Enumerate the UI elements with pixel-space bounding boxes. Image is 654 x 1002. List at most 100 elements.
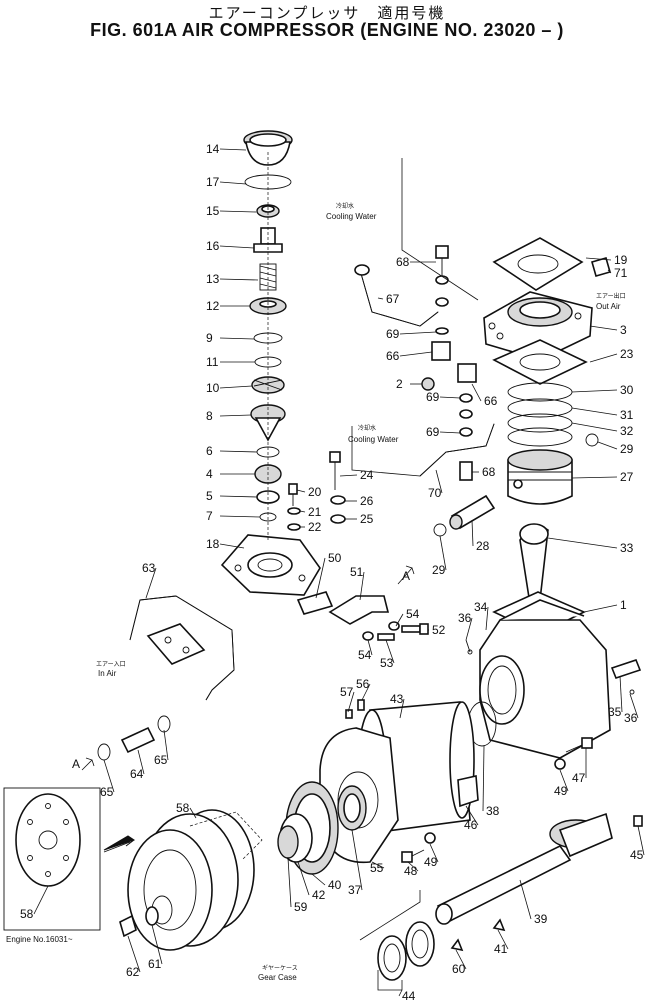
callout-leader	[315, 557, 326, 599]
part-number-69b: 69	[426, 390, 440, 404]
callout-leader	[465, 805, 479, 826]
callout-leader	[455, 949, 467, 970]
part-number-14: 14	[206, 142, 220, 156]
callout-leader	[429, 843, 439, 863]
part-number-25: 25	[360, 512, 374, 526]
part-number-17: 17	[206, 175, 220, 189]
part-number-54b: 54	[358, 648, 372, 662]
callout-leader	[519, 879, 532, 920]
part-number-49a: 49	[554, 784, 568, 798]
callout-leader	[219, 181, 247, 185]
callout-leader	[583, 604, 618, 613]
part-number-43: 43	[390, 692, 404, 706]
part-number-38: 38	[486, 804, 500, 818]
callout-leader	[571, 422, 618, 432]
callout-leader	[547, 537, 618, 549]
part-number-61: 61	[148, 957, 162, 971]
part-number-30: 30	[620, 383, 634, 397]
arrow-label-a-upper: A	[402, 569, 410, 583]
figure-title-japanese: エアーコンプレッサ 適用号機	[208, 4, 446, 22]
callout-leader	[103, 759, 115, 793]
callout-leader	[439, 431, 461, 434]
part-number-6: 6	[206, 444, 213, 458]
part-number-60: 60	[452, 962, 466, 976]
callout-leader	[559, 769, 569, 792]
callout-leader	[359, 571, 365, 601]
part-number-57: 57	[340, 685, 354, 699]
callout-leader	[407, 861, 419, 872]
part-number-68b: 68	[482, 465, 496, 479]
callout-leader	[219, 245, 255, 249]
callout-leader	[163, 729, 169, 761]
part-number-49b: 49	[424, 855, 438, 869]
callout-leader	[377, 297, 384, 300]
part-number-56: 56	[356, 677, 370, 691]
part-number-4: 4	[206, 467, 213, 481]
callout-leader	[351, 829, 363, 891]
part-number-67: 67	[386, 292, 400, 306]
callout-leader	[497, 929, 509, 950]
part-number-3: 3	[620, 323, 627, 337]
callout-leader	[637, 825, 645, 856]
note-japanese-gear-case: ギヤーケース	[262, 965, 298, 972]
callout-leader	[296, 489, 306, 493]
intake-and-pulley	[3, 591, 429, 951]
part-number-48: 48	[404, 864, 418, 878]
note-engine-number: Engine No.16031~	[6, 935, 73, 944]
part-number-64: 64	[130, 767, 144, 781]
callout-leader	[435, 469, 443, 494]
callout-leader	[297, 861, 310, 896]
part-number-24: 24	[360, 468, 374, 482]
callout-leader	[399, 351, 433, 357]
arrow-label-a-lower: A	[72, 757, 80, 771]
part-number-12: 12	[206, 299, 220, 313]
callout-leader	[33, 885, 49, 915]
callout-leader	[439, 396, 461, 399]
part-number-58a: 58	[176, 801, 190, 815]
part-number-32: 32	[620, 424, 634, 438]
part-number-16: 16	[206, 239, 220, 253]
note-in-air: In Air	[98, 669, 117, 678]
callout-leader	[311, 873, 326, 886]
callout-leader	[385, 639, 395, 664]
callout-leader	[571, 476, 618, 479]
valve-parts-stack	[220, 130, 346, 596]
part-number-69a: 69	[386, 327, 400, 341]
part-number-29a: 29	[620, 442, 634, 456]
callout-leader	[371, 861, 385, 869]
callout-leader	[597, 441, 618, 450]
callout-leader	[399, 331, 437, 335]
part-number-18: 18	[206, 537, 220, 551]
callout-leader	[361, 683, 371, 701]
part-number-46: 46	[464, 818, 478, 832]
callout-leader	[471, 519, 474, 547]
part-number-55: 55	[370, 861, 384, 875]
part-number-37: 37	[348, 883, 362, 897]
part-number-2: 2	[396, 377, 403, 391]
callout-leader	[219, 385, 253, 389]
part-number-36a: 36	[458, 611, 472, 625]
part-number-65a: 65	[100, 785, 114, 799]
part-number-51: 51	[350, 565, 364, 579]
part-number-62: 62	[126, 965, 140, 979]
callout-leader	[219, 414, 252, 417]
callout-leader	[127, 935, 141, 973]
callout-leader	[471, 383, 482, 402]
callout-leader	[219, 278, 259, 281]
callout-leader	[482, 745, 485, 812]
part-number-69c: 69	[426, 425, 440, 439]
part-number-66b: 66	[484, 394, 498, 408]
callout-leader	[571, 407, 618, 416]
part-number-52: 52	[432, 623, 446, 637]
callout-leader	[145, 567, 157, 599]
part-number-5: 5	[206, 489, 213, 503]
part-number-7: 7	[206, 509, 213, 523]
part-number-39: 39	[534, 912, 548, 926]
part-number-20: 20	[308, 485, 322, 499]
part-number-19: 19	[614, 253, 628, 267]
part-number-66a: 66	[386, 349, 400, 363]
callout-leader	[367, 639, 373, 656]
callout-leader	[287, 857, 292, 908]
callout-leader	[619, 675, 623, 713]
